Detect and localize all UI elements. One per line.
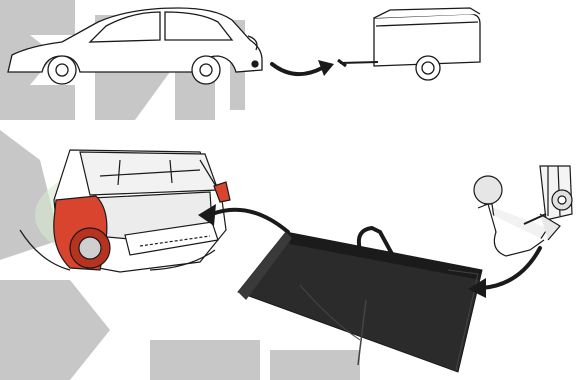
trailer-icon [338, 8, 480, 80]
curved-arrow-icon [272, 64, 322, 74]
tow-ball-hitch-icon [474, 166, 572, 256]
